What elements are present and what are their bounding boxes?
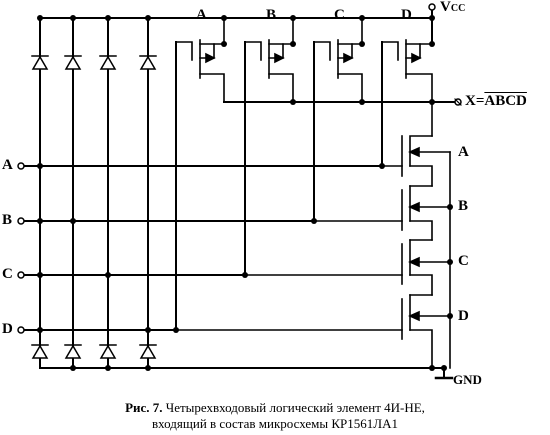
- caption-line-2: входящий в состав микросхемы КР1561ЛА1: [152, 416, 398, 432]
- top-label-c: C: [334, 7, 345, 23]
- gnd-label: GND: [453, 372, 482, 387]
- gate-feed-lines: [175, 41, 383, 331]
- right-label-b: B: [458, 198, 469, 214]
- vcc-label: VCC: [440, 0, 466, 15]
- vcc-rail: [39, 3, 436, 45]
- junction-dots: [37, 15, 453, 371]
- vcc-terminal: [428, 3, 436, 11]
- input-b-terminal: [17, 217, 25, 225]
- output-line: [223, 98, 462, 106]
- caption-fig-number: Рис. 7.: [125, 400, 163, 415]
- input-label-a: A: [2, 157, 13, 173]
- nmos-stack: [175, 101, 451, 369]
- top-label-a: A: [196, 7, 207, 23]
- right-label-d: D: [458, 308, 469, 324]
- input-a-terminal: [17, 162, 25, 170]
- pmos-transistors: [175, 17, 433, 103]
- top-label-d: D: [401, 7, 412, 23]
- caption-line-1: Рис. 7. Четырехвходовый логический элеме…: [125, 400, 425, 415]
- right-label-a: A: [458, 144, 469, 160]
- figure-caption: Рис. 7. Четырехвходовый логический элеме…: [0, 400, 550, 433]
- input-label-c: C: [2, 266, 13, 282]
- top-label-b: B: [266, 7, 277, 23]
- input-label-d: D: [2, 321, 13, 337]
- input-d-terminal: [17, 326, 25, 334]
- input-label-b: B: [2, 212, 13, 228]
- input-c-terminal: [17, 271, 25, 279]
- output-label: X=ABCD: [465, 93, 527, 109]
- right-label-c: C: [458, 253, 469, 269]
